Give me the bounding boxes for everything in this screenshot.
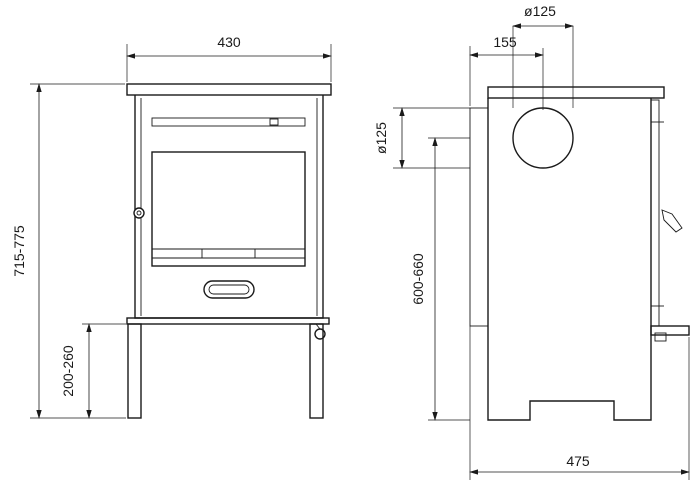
door-handle [133,207,145,219]
logo-plate-inner [208,284,250,295]
rear-heat-shield [469,107,489,327]
rear-flue-outlet [512,107,574,169]
side-door-handle [661,209,683,233]
front-view: 430 715-775 200-260 [11,34,332,419]
flue-top-diameter-label: ø125 [524,3,556,19]
front-top-plate [126,83,332,96]
side-body-outline [487,98,652,421]
front-base-plate [126,317,330,325]
side-top-plate [487,86,665,99]
flue-side-diameter-label: ø125 [373,122,389,154]
side-ash-pan-lip [650,325,690,336]
logo-plate [203,280,255,299]
ash-pan-knob-stem [315,323,321,330]
leg-height-label: 200-260 [60,345,76,397]
side-ash-pan-knob [654,332,667,342]
flue-offset-label: 155 [493,34,517,50]
flue-height-label: 600-660 [410,253,426,305]
side-view: ø125 155 ø125 600-660 475 [373,3,690,480]
front-leg-right [309,323,324,419]
front-width-label: 430 [217,34,241,50]
side-door-profile [650,99,660,327]
front-height-label: 715-775 [11,225,27,277]
depth-label: 475 [566,453,590,469]
front-leg-left [127,323,142,419]
air-control-bar [151,117,306,127]
door-glass [151,151,306,267]
air-control-knob [269,118,279,126]
door-handle-center [136,210,142,216]
